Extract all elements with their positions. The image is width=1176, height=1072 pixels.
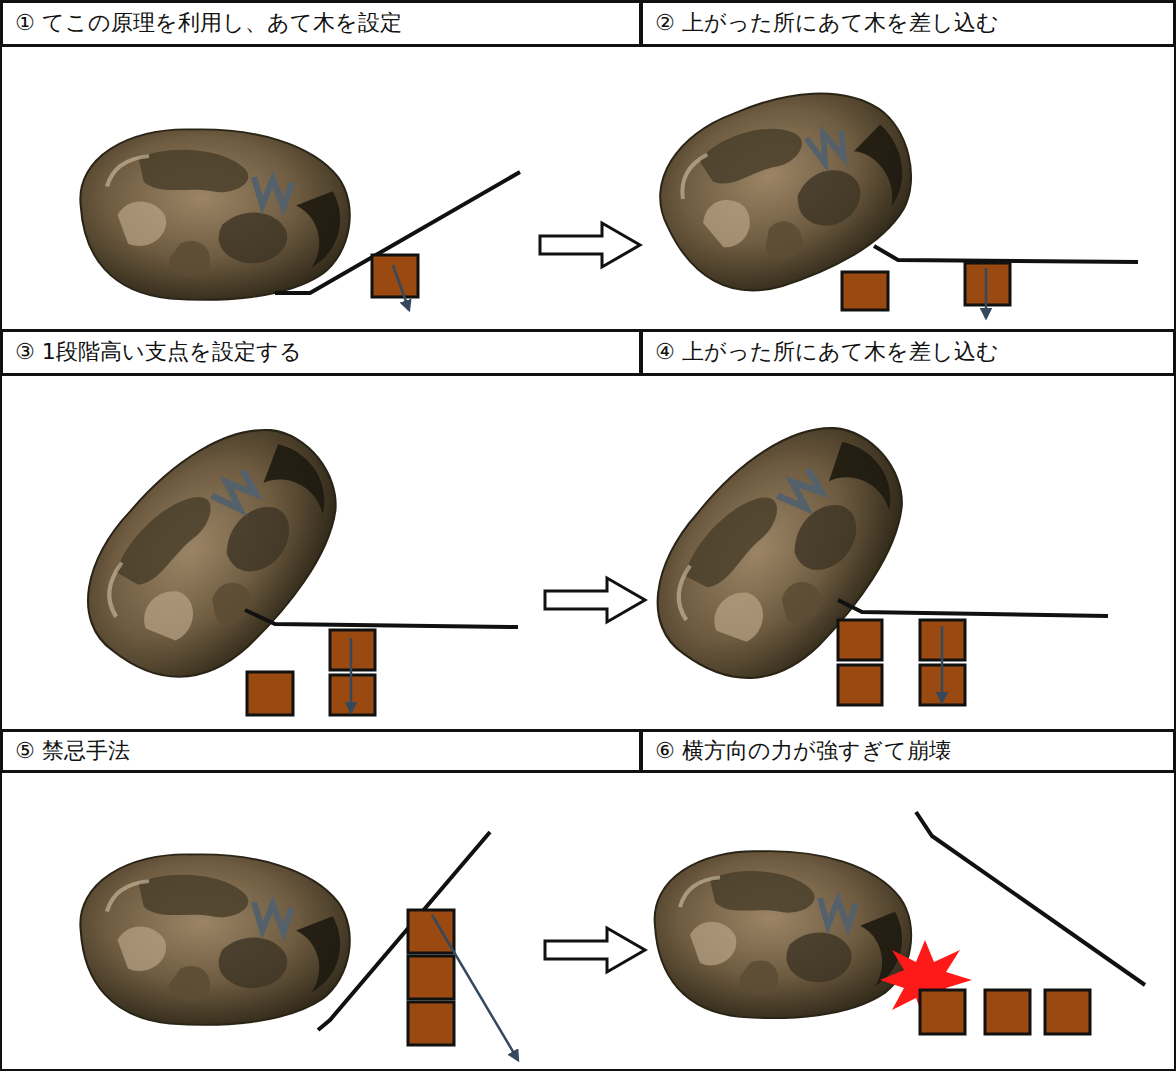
panel-6-illustration	[655, 812, 1145, 1034]
panel-heading: ① てこの原理を利用し、あて木を設定	[1, 1, 641, 46]
panel-heading: ⑤ 禁忌手法	[1, 730, 641, 772]
panel-heading: ③ 1段階高い支点を設定する	[1, 330, 641, 375]
panel-heading: ② 上がった所にあて木を差し込む	[641, 1, 1175, 46]
panel-heading: ⑥ 横方向の力が強すぎて崩壊	[641, 730, 1175, 772]
panel-3-illustration	[53, 387, 645, 717]
image-row	[1, 46, 1175, 330]
panel-heading: ④ 上がった所にあて木を差し込む	[641, 330, 1175, 375]
heading-text: ⑤ 禁忌手法	[15, 738, 130, 764]
panel-4-illustration	[622, 387, 1108, 719]
heading-text: ⑥ 横方向の力が強すぎて崩壊	[655, 738, 951, 764]
heading-text: ③ 1段階高い支点を設定する	[15, 339, 302, 365]
panel-2-illustration	[637, 58, 1138, 319]
image-row	[1, 375, 1175, 730]
heading-text: ① てこの原理を利用し、あて木を設定	[15, 10, 402, 36]
heading-text: ④ 上がった所にあて木を差し込む	[655, 339, 999, 365]
image-row	[1, 772, 1175, 1070]
panel-5-illustration	[80, 832, 645, 1060]
heading-text: ② 上がった所にあて木を差し込む	[655, 10, 999, 36]
panel-1-illustration	[80, 129, 640, 310]
